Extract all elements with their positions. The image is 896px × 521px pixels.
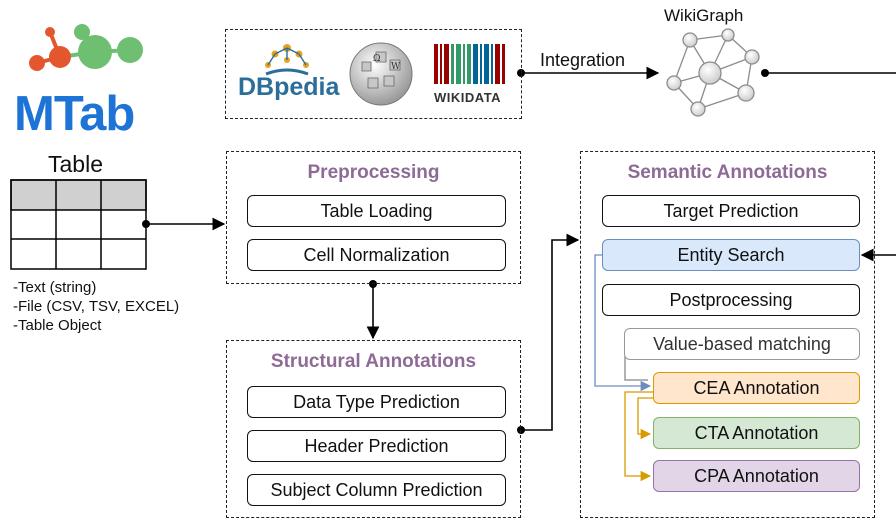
- wikidata-logo: WIKIDATA: [434, 44, 505, 105]
- entity-search-step: Entity Search: [602, 239, 860, 271]
- structural-annotations-title: Structural Annotations: [270, 351, 477, 372]
- wikidata-wordmark: WIKIDATA: [434, 90, 501, 105]
- preprocessing-box: [226, 151, 521, 284]
- input-type-text: -Text (string): [13, 279, 97, 296]
- preprocessing-to-structural-arrow: [366, 280, 380, 340]
- svg-text:Ω: Ω: [373, 54, 380, 64]
- cta-annotation-step: CTA Annotation: [653, 417, 860, 449]
- integration-label: Integration: [540, 50, 626, 70]
- cell-normalization-step: Cell Normalization: [247, 239, 506, 271]
- semantic-annotations-box: [580, 151, 875, 518]
- table-grid-icon: [10, 179, 147, 270]
- preprocessing-title: Preprocessing: [307, 162, 440, 183]
- wikigraph-label: WikiGraph: [664, 6, 744, 25]
- value-matching-to-cea-wire: [624, 355, 648, 381]
- cea-annotation-step: CEA Annotation: [653, 372, 860, 404]
- knowledge-sources-box: [225, 29, 522, 119]
- wikipedia-globe-icon: Ω W: [349, 42, 413, 106]
- cea-to-cta-cpa-wires: [624, 391, 653, 482]
- table-input-types: -Text (string) -File (CSV, TSV, EXCEL) -…: [13, 278, 179, 335]
- svg-text:W: W: [391, 62, 401, 72]
- structural-to-semantic-arrow: [517, 233, 580, 434]
- header-prediction-step: Header Prediction: [247, 430, 506, 462]
- wikigraph-network-icon: [666, 28, 760, 117]
- mtab-logo-molecule-icon: [29, 24, 143, 71]
- wikigraph-to-entity-search-arrow: [761, 69, 896, 262]
- value-based-matching-step: Value-based matching: [624, 328, 860, 360]
- input-type-object: -Table Object: [13, 317, 102, 334]
- entity-search-to-cea-wire: [594, 254, 652, 392]
- target-prediction-step: Target Prediction: [602, 195, 860, 227]
- input-type-file: -File (CSV, TSV, EXCEL): [13, 298, 180, 315]
- table-loading-step: Table Loading: [247, 195, 506, 227]
- data-type-prediction-step: Data Type Prediction: [247, 386, 506, 418]
- mtab-logo-text: MTab: [14, 87, 135, 141]
- postprocessing-step: Postprocessing: [602, 284, 860, 316]
- table-to-preprocessing-arrow: [142, 217, 226, 231]
- cpa-annotation-step: CPA Annotation: [653, 460, 860, 492]
- table-title: Table: [48, 151, 103, 177]
- subject-column-prediction-step: Subject Column Prediction: [247, 474, 506, 506]
- dbpedia-logo: DBpedia: [238, 44, 341, 101]
- dbpedia-wordmark: DBpedia: [238, 73, 341, 101]
- semantic-annotations-title: Semantic Annotations: [627, 162, 828, 183]
- structural-annotations-box: [226, 340, 521, 518]
